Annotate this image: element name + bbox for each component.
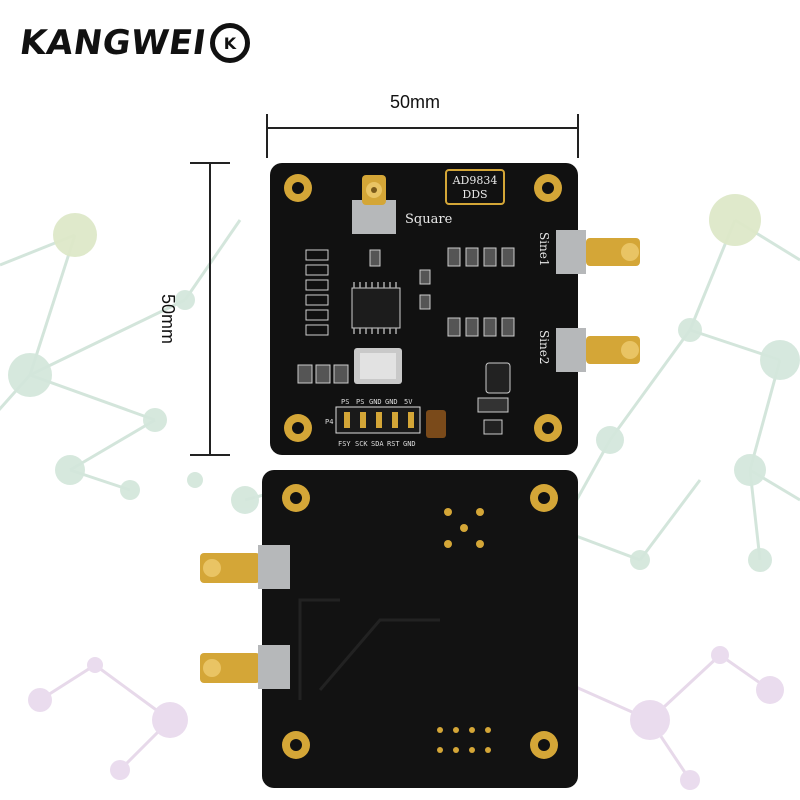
chip-label: AD9834 bbox=[452, 174, 498, 187]
header-ref: P4 bbox=[325, 418, 333, 426]
width-label: 50mm bbox=[390, 92, 441, 112]
header-top-pin-2: GND bbox=[369, 398, 382, 406]
brand-badge-letter: K bbox=[223, 33, 237, 53]
sma-back-1 bbox=[200, 545, 290, 589]
brand-badge-icon: K bbox=[209, 23, 250, 63]
sma-back-2 bbox=[200, 645, 290, 689]
header-bottom-pin-1: SCK bbox=[355, 440, 368, 448]
header-bottom-labels: FSY SCK SDA RST GND bbox=[338, 440, 416, 448]
header-top-pin-4: 5V bbox=[404, 398, 413, 406]
header-top-pin-3: GND bbox=[385, 398, 398, 406]
header-bottom-pin-0: FSY bbox=[338, 440, 351, 448]
brand-logo: KANGWEI K bbox=[17, 18, 250, 68]
mounting-holes-front bbox=[284, 174, 562, 442]
header-top-labels: PS PS GND GND 5V bbox=[341, 398, 413, 406]
header-bottom-pin-2: SDA bbox=[371, 440, 384, 448]
header-bottom-pin-3: RST bbox=[387, 440, 400, 448]
sma-connector-square bbox=[352, 175, 396, 234]
sma-connector-sine2 bbox=[556, 328, 640, 372]
sine1-label: Sine1 bbox=[537, 232, 551, 267]
sine2-label: Sine2 bbox=[537, 330, 551, 365]
chip-sub-label: DDS bbox=[462, 188, 487, 201]
header-bottom-pin-4: GND bbox=[403, 440, 416, 448]
sma-connector-sine1 bbox=[556, 230, 640, 274]
square-label: Square bbox=[405, 212, 453, 227]
header-p4 bbox=[335, 406, 421, 434]
header-top-pin-1: PS bbox=[356, 398, 364, 406]
header-top-pin-0: PS bbox=[341, 398, 349, 406]
